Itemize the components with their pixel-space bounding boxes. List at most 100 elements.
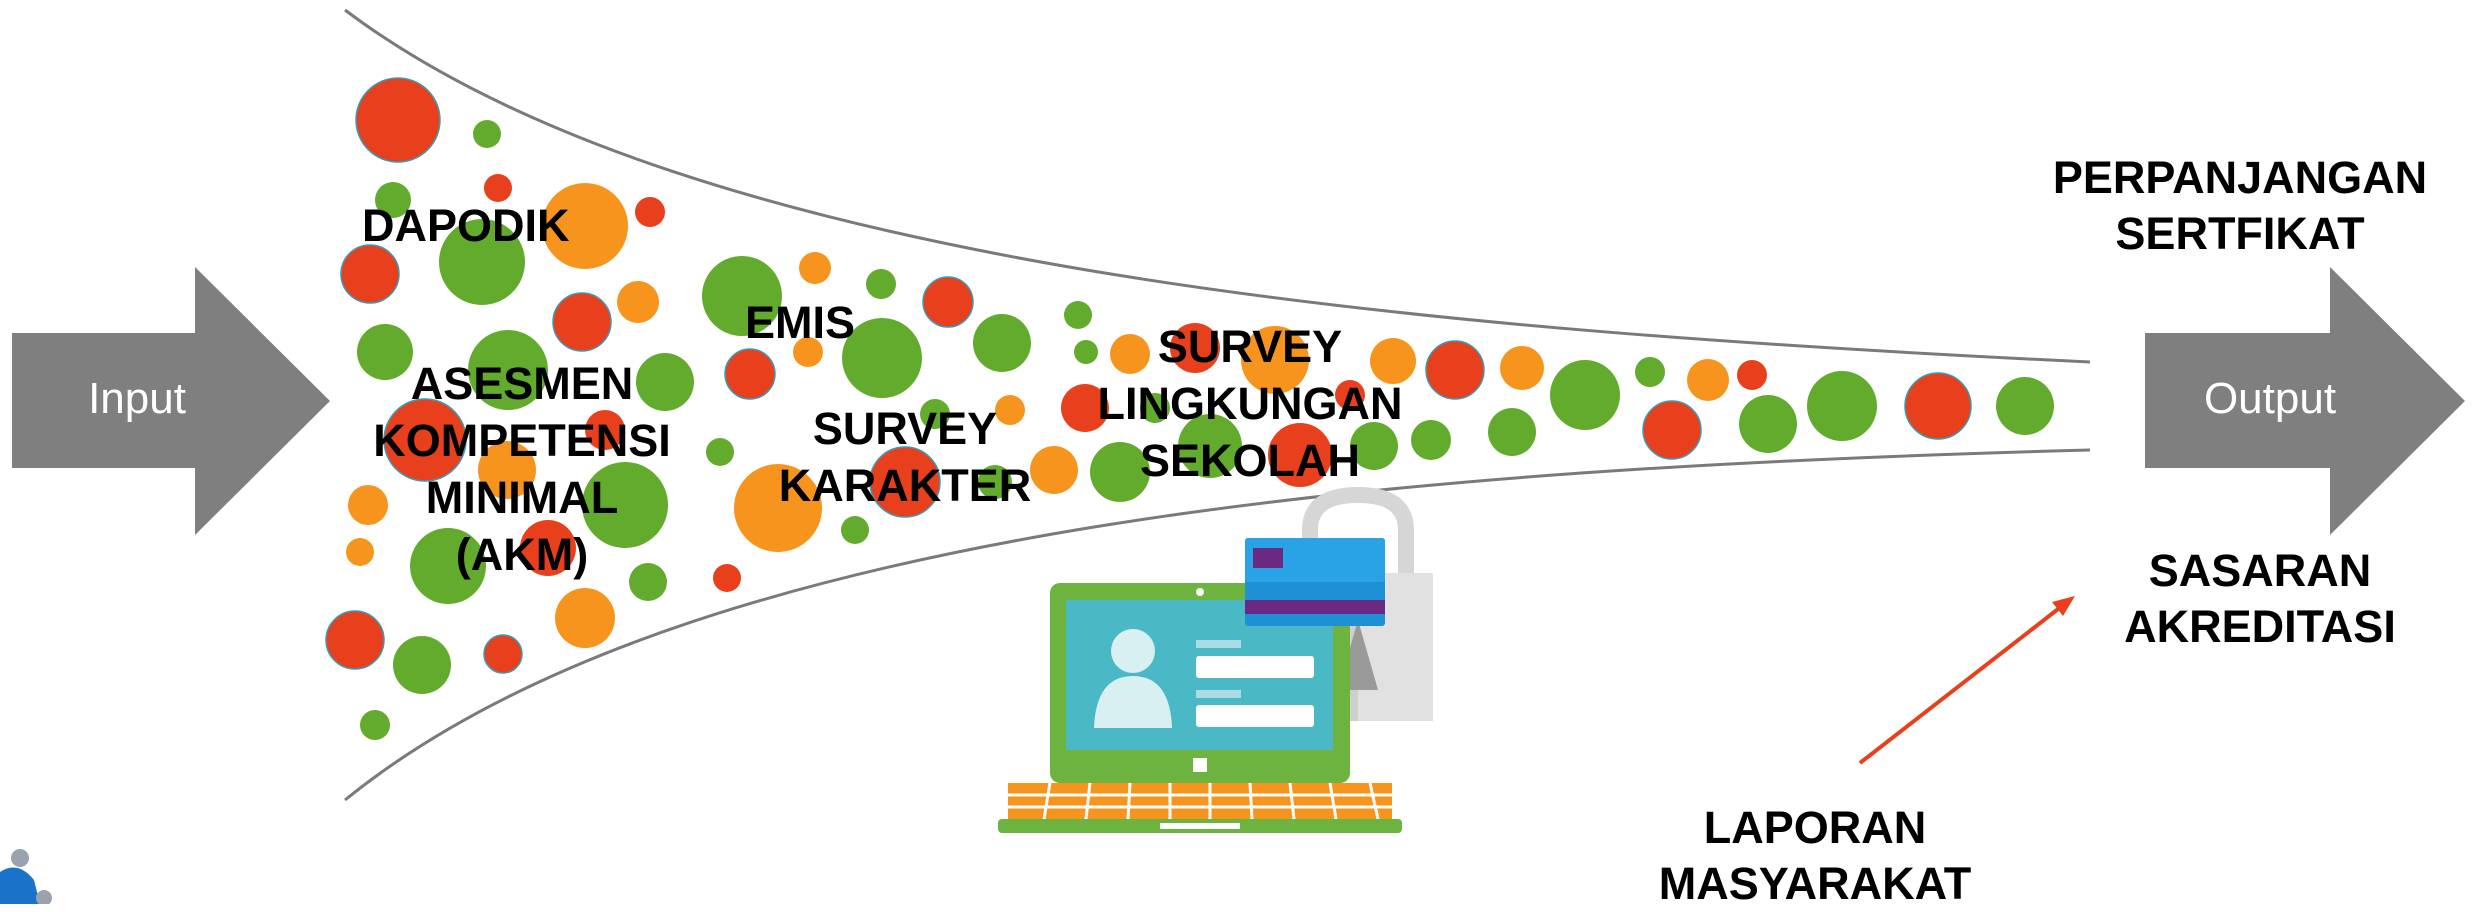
data-circle — [1737, 360, 1767, 390]
label-line: LAPORAN — [1703, 802, 1927, 853]
output-label: Output — [2203, 374, 2337, 423]
data-circle — [793, 337, 823, 367]
data-circle — [325, 610, 385, 670]
data-circle — [484, 174, 512, 202]
data-circle — [1635, 357, 1665, 387]
data-circle — [585, 410, 625, 450]
data-circle — [1268, 423, 1332, 487]
data-circle — [1241, 326, 1309, 394]
label-line: PERPANJANGAN — [2052, 152, 2428, 203]
label-line: MASYARAKAT — [1658, 857, 1972, 909]
data-circle — [734, 464, 822, 552]
label-akm: ASESMEN KOMPETENSI MINIMAL (AKM) — [362, 355, 682, 584]
label-line: SASARAN — [2148, 545, 2372, 596]
data-circle — [617, 281, 659, 323]
data-circle — [841, 516, 869, 544]
data-circle — [1110, 334, 1150, 374]
label-line: EMIS — [745, 297, 856, 348]
data-circle — [706, 438, 734, 466]
output-arrow — [2145, 267, 2465, 535]
data-circle — [555, 588, 615, 648]
data-circle — [1030, 446, 1078, 494]
data-circle — [920, 399, 950, 429]
label-laporan: LAPORAN MASYARAKAT — [1630, 800, 2000, 912]
data-circle — [1061, 384, 1109, 432]
label-perpanjangan: PERPANJANGAN SERTFIKAT — [2040, 150, 2440, 262]
data-circle — [410, 528, 486, 604]
data-circle — [1090, 442, 1150, 502]
id-card-icon — [1245, 538, 1385, 626]
laptop-icon — [998, 583, 1402, 833]
data-circle — [340, 244, 400, 304]
data-circle — [1996, 377, 2054, 435]
data-circle — [1642, 400, 1702, 460]
data-circle — [866, 269, 896, 299]
input-arrow — [12, 267, 330, 535]
data-circle — [635, 197, 665, 227]
label-survey-karakter: SURVEY KARAKTER — [770, 400, 1040, 514]
data-circle — [383, 398, 467, 482]
data-circle — [629, 563, 667, 601]
data-circle — [1178, 414, 1242, 478]
label-line: KOMPETENSI — [373, 415, 671, 467]
data-circle — [1739, 395, 1797, 453]
data-circle — [1411, 420, 1451, 460]
label-line: AKREDITASI — [2124, 600, 2396, 652]
data-circle — [346, 538, 374, 566]
data-circle — [478, 441, 536, 499]
data-circle — [552, 292, 612, 352]
data-circle — [799, 252, 831, 284]
data-circle — [520, 520, 576, 576]
label-line: SEKOLAH — [1139, 435, 1360, 487]
data-circle — [1550, 360, 1620, 430]
data-circle — [724, 348, 776, 400]
data-circle — [1807, 371, 1877, 441]
label-emis: EMIS — [745, 297, 856, 348]
data-circle — [1500, 346, 1544, 390]
data-circle — [582, 462, 668, 548]
label-line: SERTFIKAT — [2115, 207, 2365, 259]
data-circle — [713, 564, 741, 592]
label-line: MINIMAL — [425, 472, 619, 524]
data-circle — [1064, 301, 1092, 329]
funnel-top-line — [344, 8, 2091, 364]
data-circle — [1140, 393, 1170, 423]
data-circle — [842, 318, 922, 398]
data-circle — [439, 219, 525, 305]
label-line: (AKM) — [455, 529, 589, 581]
data-circle — [978, 465, 1012, 499]
label-line: KARAKTER — [778, 460, 1032, 512]
data-circle — [360, 710, 390, 740]
label-sasaran: SASARAN AKREDITASI — [2090, 543, 2430, 655]
label-line: DAPODIK — [362, 200, 570, 251]
label-survey-lingkungan: SURVEY LINGKUNGAN SEKOLAH — [1085, 318, 1415, 489]
data-circle — [468, 330, 548, 410]
data-circle — [702, 256, 782, 336]
data-circle — [1335, 380, 1365, 410]
label-dapodik: DAPODIK — [362, 200, 570, 251]
data-circle — [1370, 338, 1416, 384]
data-circle — [393, 636, 451, 694]
data-circle — [473, 120, 501, 148]
data-circle — [355, 77, 441, 163]
data-circles — [325, 77, 2054, 740]
data-circle — [1170, 323, 1220, 373]
data-circle — [636, 353, 694, 411]
data-circle — [542, 183, 628, 269]
funnel-bottom-line — [344, 448, 2091, 802]
logo-fragment-icon — [0, 849, 52, 906]
data-circle — [1350, 422, 1398, 470]
label-line: SURVEY — [812, 403, 998, 454]
data-circle — [348, 485, 388, 525]
data-circle — [483, 634, 523, 674]
data-circle — [973, 314, 1031, 372]
data-circle — [1425, 340, 1485, 400]
label-line: ASESMEN — [410, 358, 634, 409]
input-label: Input — [88, 374, 186, 423]
data-circle — [1488, 408, 1536, 456]
data-circle — [357, 324, 413, 380]
data-circle — [1074, 340, 1098, 364]
label-line: LINGKUNGAN — [1097, 378, 1403, 430]
